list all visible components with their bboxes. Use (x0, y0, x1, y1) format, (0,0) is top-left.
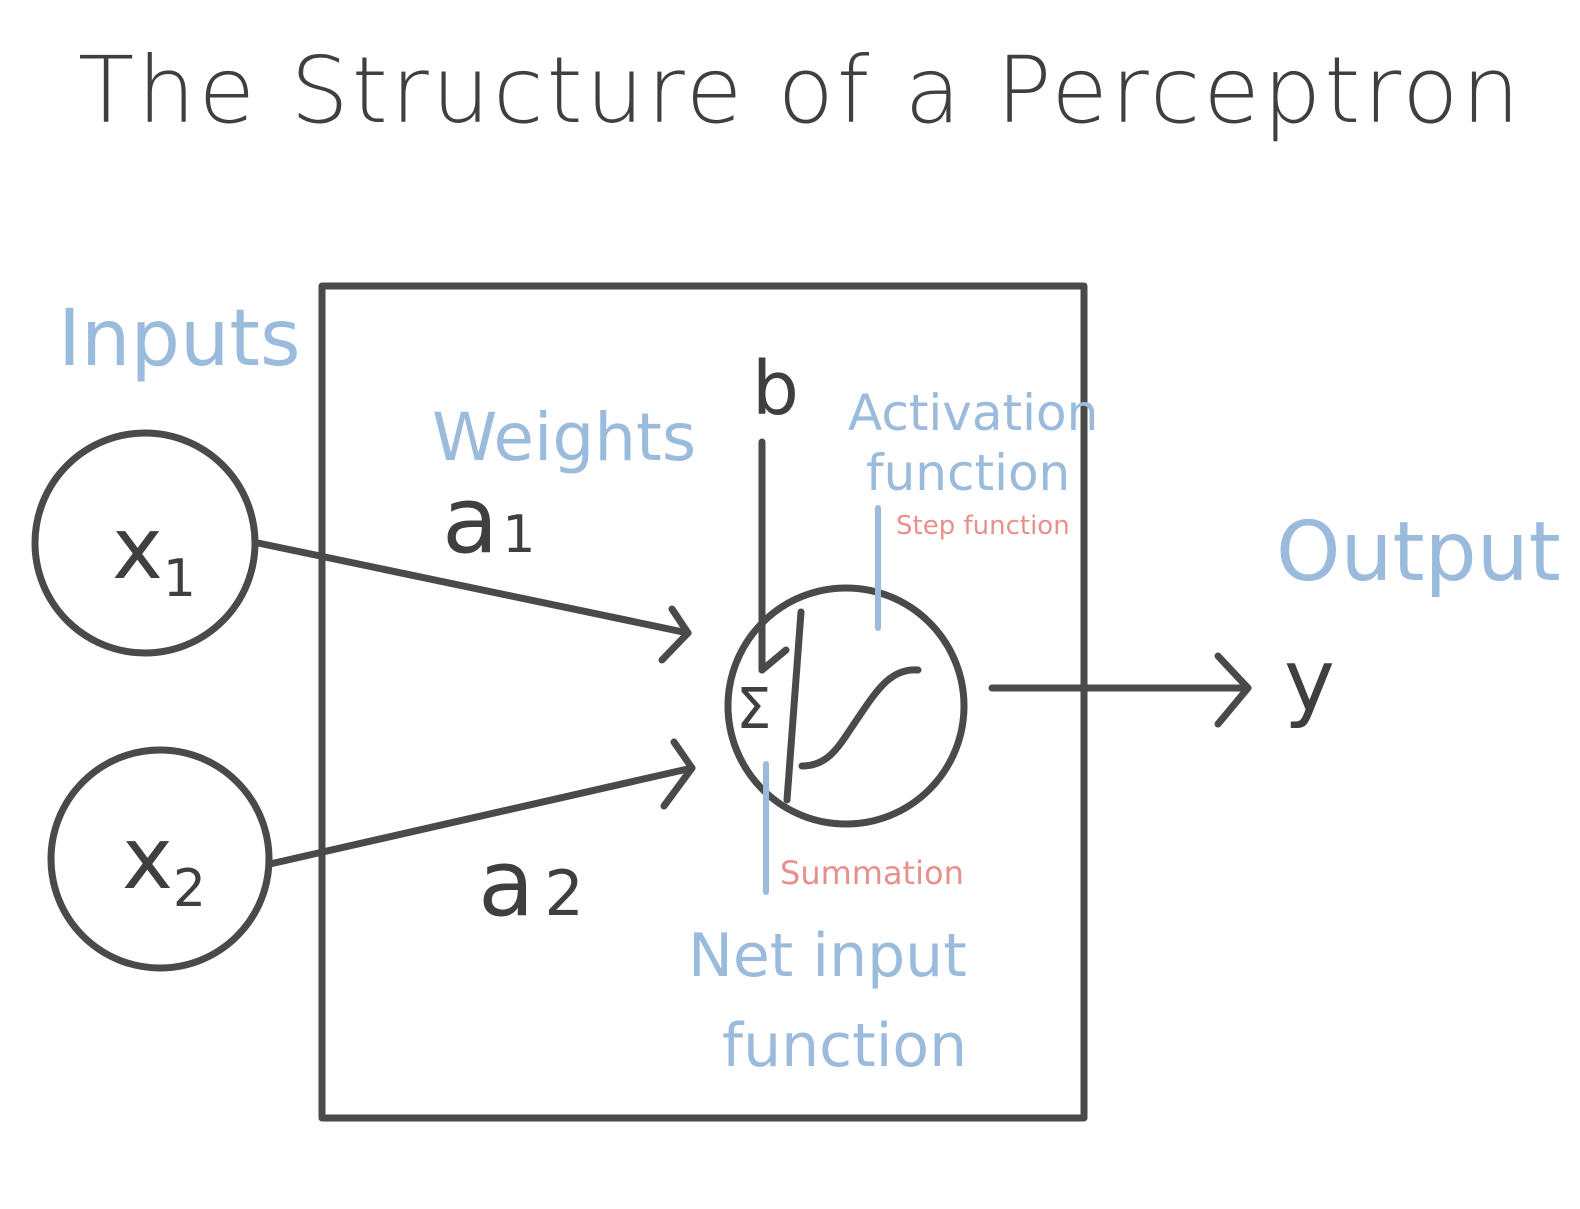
summation-label: Summation (780, 854, 964, 892)
input-node-x2-sub: 2 (173, 859, 206, 919)
sigmoid-curve-icon (798, 666, 922, 770)
weight-a1-label: a1 (442, 467, 535, 574)
weight-a1-base: a (442, 467, 498, 574)
neuron-divider (783, 608, 805, 804)
perceptron-box (318, 282, 1088, 1122)
arrow-x1-to-neuron (254, 539, 692, 664)
weight-a2-base: a (478, 830, 534, 937)
input-node-x2-base: x (122, 809, 173, 909)
page-title: The Structure of a Perceptron (78, 37, 1523, 144)
net-input-label-line2: function (722, 1011, 967, 1081)
input-node-x2: x2 (47, 746, 273, 972)
neuron: Σ (724, 584, 968, 828)
step-function-label: Step function (896, 511, 1070, 541)
weight-a1-sub: 1 (502, 505, 535, 565)
activation-label-line1: Activation (848, 384, 1098, 442)
weights-label: Weights (432, 399, 696, 476)
output-variable: y (1284, 631, 1335, 731)
arrow-x2-to-neuron (266, 738, 696, 868)
input-node-x2-circle (47, 746, 273, 972)
bias-label: b (752, 346, 799, 432)
arrow-bias-to-neuron (758, 438, 790, 674)
input-node-x1-base: x (112, 499, 163, 599)
net-input-label-line1: Net input (688, 921, 967, 991)
arrow-neuron-to-output (988, 652, 1252, 728)
weight-a2-sub: 2 (544, 857, 583, 930)
neuron-circle (724, 584, 968, 828)
input-node-x1: x1 (31, 429, 259, 657)
activation-label-line2: function (866, 444, 1070, 502)
sigma-symbol: Σ (736, 677, 771, 742)
input-node-x1-label: x1 (112, 499, 196, 609)
inputs-label: Inputs (58, 294, 301, 384)
input-node-x2-label: x2 (122, 809, 206, 919)
output-label: Output (1276, 505, 1561, 600)
input-node-x1-sub: 1 (163, 549, 196, 609)
